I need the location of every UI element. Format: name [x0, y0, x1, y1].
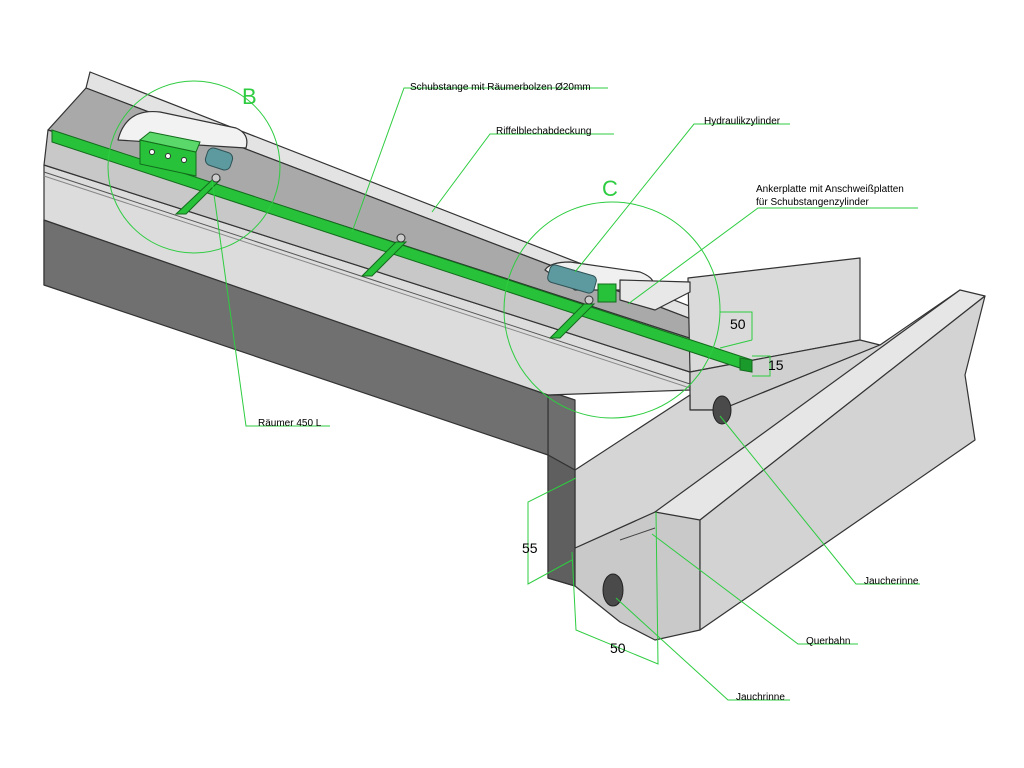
groove-line: [619, 527, 656, 541]
cylinder-c-clamp: [597, 283, 617, 303]
dim-50-bottom: 50: [610, 640, 626, 656]
cylinder-b: [204, 147, 234, 171]
dim-50-top: 50: [730, 316, 746, 332]
dim-55: 55: [522, 540, 538, 556]
bracket-bolt-b: [165, 153, 171, 159]
leader-lines: [211, 87, 920, 701]
far-right-wall-face: [699, 295, 986, 631]
dim-50-top-line: [720, 311, 753, 340]
dim-15: 15: [768, 357, 784, 373]
label-ankerplatte-1: Ankerplatte mit Anschweißplatten: [756, 184, 904, 195]
bolt-2: [396, 233, 406, 243]
leader-jauchrinne: [615, 597, 790, 701]
drain-hole-right: [712, 395, 732, 425]
bracket-bolt-a: [149, 149, 155, 155]
lower-block-left-side: [547, 454, 576, 587]
label-querbahn: Querbahn: [806, 636, 850, 647]
bracket-block-top: [138, 131, 201, 153]
push-rod-end: [739, 357, 753, 373]
label-schubstange: Schubstange mit Räumerbolzen Ø20mm: [410, 82, 591, 93]
dim-15-line: [752, 355, 771, 377]
detail-label-b: B: [242, 84, 257, 109]
detail-circle-c: [503, 201, 721, 419]
leader-jaucherinne: [719, 415, 920, 585]
label-jaucherinne: Jaucherinne: [864, 576, 919, 587]
dim-55-line: [527, 477, 577, 585]
bolt-3: [584, 295, 594, 305]
label-hydraulik: Hydraulikzylinder: [704, 116, 781, 127]
leader-riffelblech: [431, 133, 614, 213]
leader-ankerplatte: [627, 207, 918, 305]
cross-channel-floor: [574, 289, 961, 549]
bolt-1: [211, 173, 221, 183]
cylinder-c: [547, 264, 597, 294]
detail-circle-b: [107, 80, 281, 254]
anchor-plate: [619, 279, 691, 311]
leader-raeumer: [211, 179, 330, 427]
drain-hole-front: [602, 573, 624, 607]
cross-channel-body: [547, 257, 986, 641]
label-jauchrinne: Jauchrinne: [736, 692, 785, 703]
dimension-lines: [527, 311, 771, 665]
detail-label-c: C: [602, 176, 618, 201]
leader-schubstange: [351, 87, 608, 233]
leader-querbahn: [651, 533, 858, 645]
label-ankerplatte-2: für Schubstangenzylinder: [756, 197, 870, 208]
label-raeumer: Räumer 450 L: [258, 418, 322, 429]
push-rod-assembly: [51, 129, 753, 373]
rail-line-2: [43, 175, 691, 389]
bracket-bolt-c: [181, 157, 187, 163]
dim-50-top-ext: [719, 339, 753, 349]
label-riffelblech: Riffelblechabdeckung: [496, 126, 591, 137]
dim-50-bottom-line: [571, 511, 659, 665]
leader-hydraulik: [574, 123, 790, 273]
rail-line-1: [43, 171, 691, 385]
